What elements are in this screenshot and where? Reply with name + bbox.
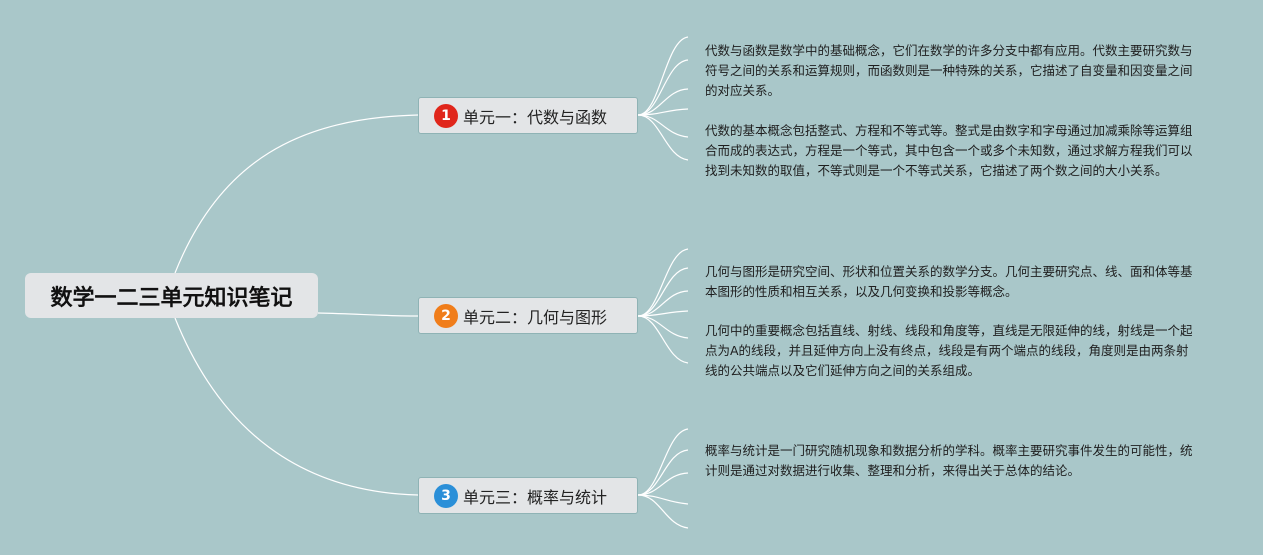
connector-unit2-fan [637,248,689,317]
connector-root-unit2 [317,312,419,317]
connector-unit3-fan [637,428,689,496]
connector-unit1-fan [637,59,689,116]
unit-1-label: 单元一：代数与函数 [463,107,608,127]
branch-unit-3[interactable]: 3 单元三：概率与统计 [418,477,638,514]
connector-unit2-fan [637,315,689,339]
root-topic-label: 数学一二三单元知识笔记 [50,285,293,311]
connector-unit2-fan [637,315,689,364]
connector-unit3-fan [637,449,689,496]
connector-unit3-fan [637,494,689,529]
connector-unit3-fan [637,472,689,496]
root-topic[interactable]: 数学一二三单元知识笔记 [25,273,318,318]
unit-2-number-badge: 2 [434,303,458,328]
unit-3-note-1[interactable]: 概率与统计是一门研究随机现象和数据分析的学科。概率主要研究事件发生的可能性，统计… [705,443,1193,478]
connector-root-unit3 [174,317,419,496]
unit-3-number-badge: 3 [434,483,458,508]
unit-1-note-1[interactable]: 代数与函数是数学中的基础概念，它们在数学的许多分支中都有应用。代数主要研究数与符… [705,43,1193,98]
branch-unit-2[interactable]: 2 单元二：几何与图形 [418,297,638,334]
unit-3-label: 单元三：概率与统计 [463,487,608,507]
branch-unit-1[interactable]: 1 单元一：代数与函数 [418,97,638,134]
connector-unit1-fan [637,114,689,161]
connector-root-unit1 [174,114,419,274]
unit-2-label: 单元二：几何与图形 [463,307,608,327]
unit-1-number-badge: 1 [434,103,458,128]
connector-unit1-fan [637,36,689,116]
unit-2-note-2[interactable]: 几何中的重要概念包括直线、射线、线段和角度等，直线是无限延伸的线，射线是一个起点… [705,323,1193,378]
connector-unit2-fan [637,290,689,317]
unit-1-note-2[interactable]: 代数的基本概念包括整式、方程和不等式等。整式是由数字和字母通过加减乘除等运算组合… [705,123,1193,178]
connector-unit1-fan [637,114,689,138]
unit-2-note-1[interactable]: 几何与图形是研究空间、形状和位置关系的数学分支。几何主要研究点、线、面和体等基本… [705,264,1193,299]
